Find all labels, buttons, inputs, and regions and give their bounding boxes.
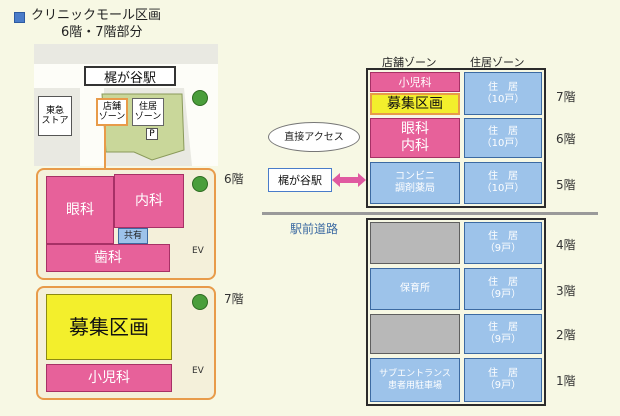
station-box: 梶が谷駅	[84, 66, 176, 86]
access-arrow-icon	[332, 173, 366, 187]
section-1f-sub-entrance: サブエントランス	[379, 369, 451, 379]
store-zone-label-1: 店舗	[102, 102, 121, 112]
station-box-section: 梶が谷駅	[268, 168, 332, 192]
floor6-shika-room: 歯科	[46, 244, 170, 272]
building-upper-outline	[366, 68, 546, 208]
section-7f-residence: 住 居 （10戸）	[464, 72, 542, 115]
store-zone-label-2: ゾーン	[98, 112, 126, 122]
floor6-ganka-room: 眼科	[46, 176, 114, 244]
section-4f-residence-label: 住 居	[488, 231, 518, 242]
floor-label-1: 1階	[556, 374, 576, 388]
residence-zone-label-1: 住居	[138, 102, 157, 112]
residence-zone-box: 住居 ゾーン	[132, 98, 164, 126]
floor-label-4: 4階	[556, 238, 576, 252]
section-5f-residence-label: 住 居	[488, 171, 518, 182]
section-3f-residence-units: （9戸）	[484, 289, 522, 300]
diagram-subtitle: 6階・7階部分	[61, 25, 143, 40]
floor6-green-badge-icon	[192, 176, 208, 192]
floor7-plan-label: 7階	[224, 292, 244, 306]
section-7f-shonika: 小児科	[370, 72, 460, 92]
diagram-title: クリニックモール区画	[31, 8, 162, 23]
section-6f-residence: 住 居 （10戸）	[464, 118, 542, 158]
section-5f-store: コンビニ 調剤薬局	[370, 162, 460, 204]
section-2f-residence-units: （9戸）	[484, 334, 522, 345]
road-line	[262, 212, 598, 215]
road-label: 駅前道路	[290, 222, 339, 236]
floor7-green-badge-icon	[192, 294, 208, 310]
floor6-plan-label: 6階	[224, 172, 244, 186]
floor6-naika-room: 内科	[114, 174, 184, 228]
section-1f-residence-units: （9戸）	[484, 380, 522, 391]
floor-label-7: 7階	[556, 90, 576, 104]
section-3f-residence: 住 居 （9戸）	[464, 268, 542, 310]
section-3f-residence-label: 住 居	[488, 277, 518, 288]
column-header-residence: 住居ゾーン	[470, 56, 525, 69]
floor-label-5: 5階	[556, 178, 576, 192]
section-7f-recruit: 募集区画	[370, 93, 460, 115]
section-2f-store-vacant	[370, 314, 460, 354]
parking-icon: P	[146, 128, 158, 140]
section-5f-convenience: コンビニ	[395, 171, 435, 182]
section-7f-residence-units: （10戸）	[481, 93, 525, 105]
section-1f-store: サブエントランス 患者用駐車場	[370, 358, 460, 402]
tokyu-store-label-1: 東急	[45, 106, 64, 116]
section-5f-residence: 住 居 （10戸）	[464, 162, 542, 204]
section-6f-residence-label: 住 居	[488, 126, 518, 137]
area-map: 梶が谷駅 東急 ストア 店舗 ゾーン 住居 ゾーン P	[34, 44, 218, 166]
floor-label-2: 2階	[556, 328, 576, 342]
floor6-ev-label: EV	[192, 246, 204, 256]
section-6f-naika: 内科	[401, 138, 429, 154]
section-4f-residence: 住 居 （9戸）	[464, 222, 542, 264]
section-4f-store-vacant	[370, 222, 460, 264]
store-zone-box: 店舗 ゾーン	[96, 98, 128, 126]
section-2f-residence-label: 住 居	[488, 322, 518, 333]
section-6f-clinics: 眼科 内科	[370, 118, 460, 158]
floor-label-6: 6階	[556, 132, 576, 146]
floor7-ev-label: EV	[192, 366, 204, 376]
direct-access-callout: 直接アクセス	[268, 122, 360, 152]
floor-label-3: 3階	[556, 284, 576, 298]
section-6f-residence-units: （10戸）	[481, 138, 525, 149]
map-green-badge-icon	[192, 90, 208, 106]
map-connector-line	[104, 124, 106, 170]
floor6-plan-panel: 眼科 内科 歯科 共有 EV	[36, 168, 216, 280]
section-2f-residence: 住 居 （9戸）	[464, 314, 542, 354]
section-4f-residence-units: （9戸）	[484, 243, 522, 254]
section-6f-ganka: 眼科	[401, 121, 429, 137]
section-1f-residence-label: 住 居	[488, 368, 518, 379]
floor6-shared-area: 共有	[118, 228, 148, 244]
section-1f-patient-parking: 患者用駐車場	[387, 381, 442, 391]
section-5f-residence-units: （10戸）	[481, 183, 525, 194]
floor7-shonika-room: 小児科	[46, 364, 172, 392]
building-lower-outline	[366, 218, 546, 406]
section-5f-pharmacy: 調剤薬局	[395, 183, 435, 194]
tokyu-store-box: 東急 ストア	[38, 96, 72, 136]
residence-zone-label-2: ゾーン	[134, 112, 162, 122]
section-3f-nursery: 保育所	[370, 268, 460, 310]
tokyu-store-label-2: ストア	[41, 116, 69, 126]
column-header-store: 店舗ゾーン	[382, 56, 437, 69]
section-7f-residence-label: 住 居	[488, 81, 518, 93]
floor7-plan-panel: 募集区画 小児科 EV	[36, 286, 216, 400]
floor7-recruit-area: 募集区画	[46, 294, 172, 360]
section-1f-residence: 住 居 （9戸）	[464, 358, 542, 402]
legend-square-icon	[14, 12, 25, 23]
